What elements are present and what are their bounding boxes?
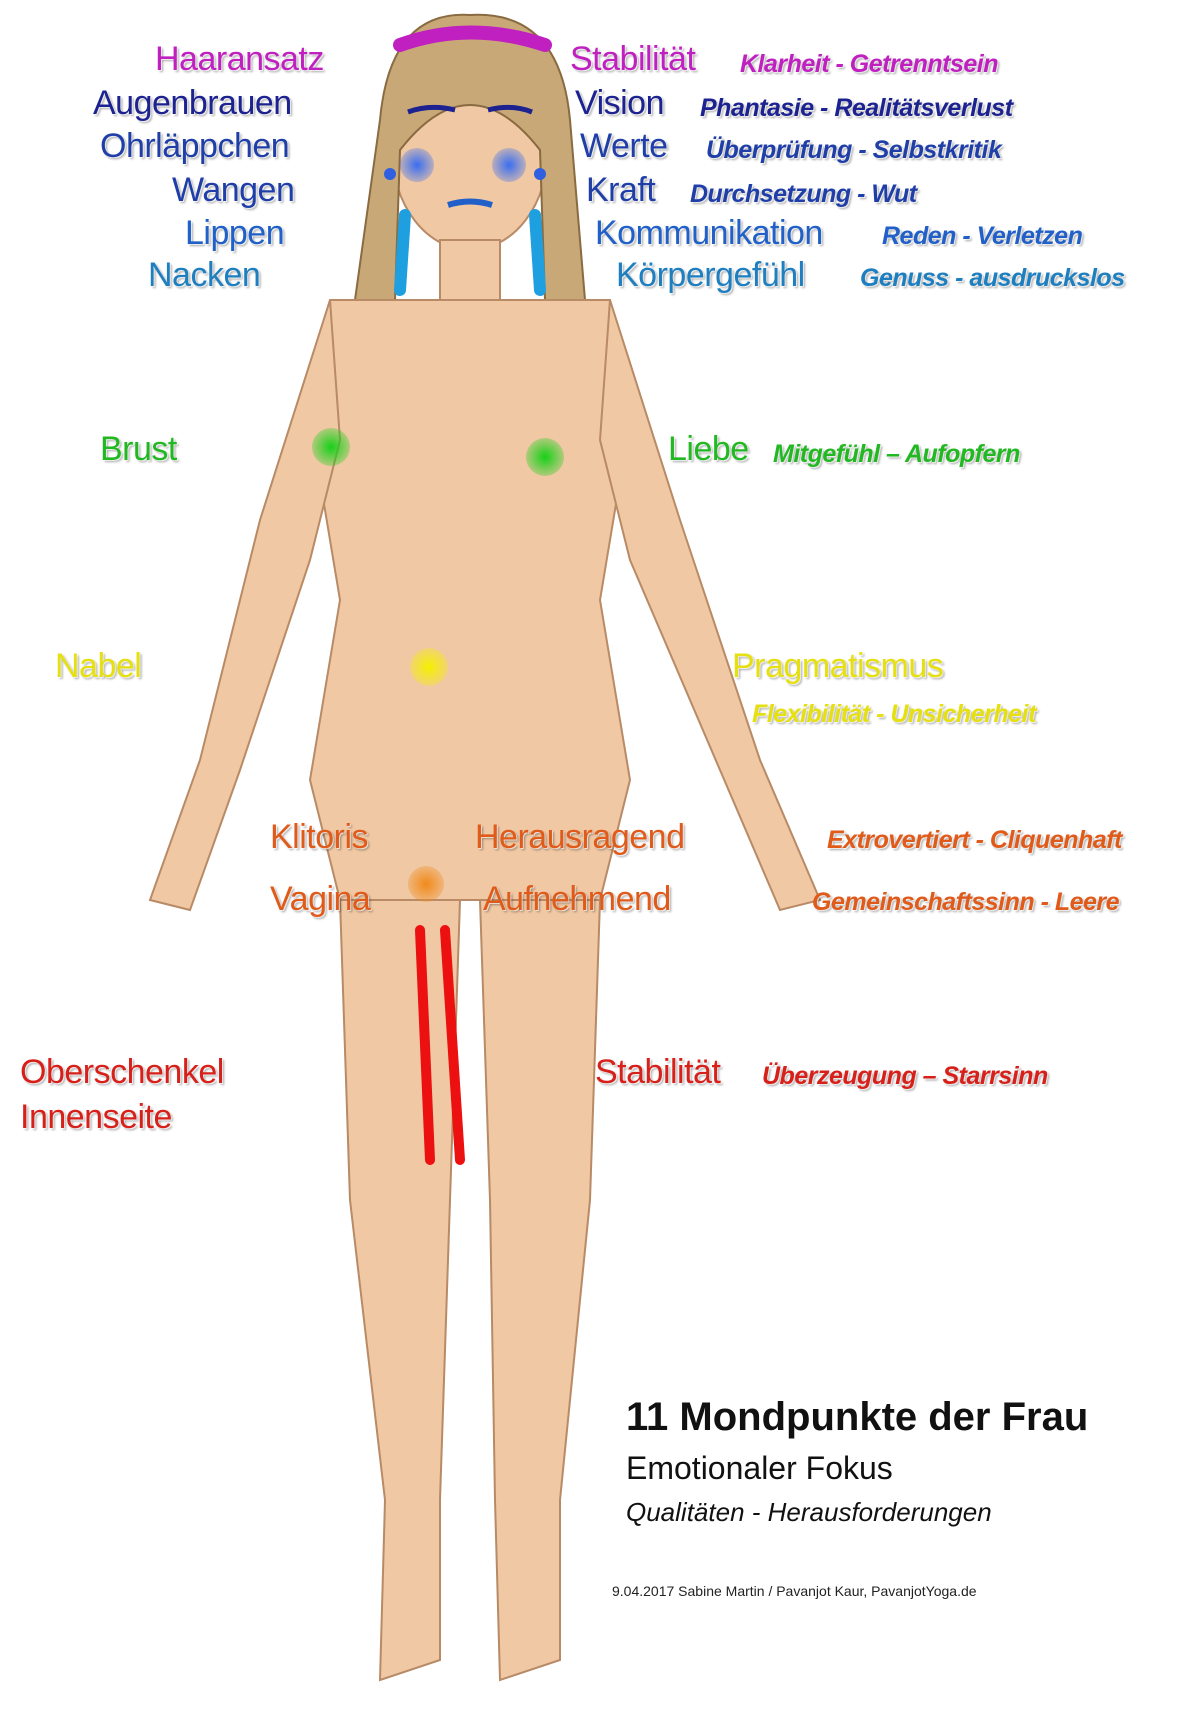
pair-ohrlaeppchen: Überprüfung - Selbstkritik	[706, 136, 1001, 165]
brust-marker-left	[312, 428, 350, 466]
lippen-marker	[448, 202, 492, 206]
diagram-title: 11 Mondpunkte der Frau	[626, 1395, 1088, 1440]
quality-ohrlaeppchen: Werte	[580, 127, 668, 166]
pair-haaransatz: Klarheit - Getrenntsein	[740, 50, 998, 79]
pair-lippen: Reden - Verletzen	[882, 222, 1082, 251]
label-nacken: Nacken	[148, 256, 260, 295]
nacken-marker-left	[400, 215, 405, 290]
quality-augenbrauen: Vision	[575, 84, 664, 123]
right-leg-shape	[480, 900, 600, 1680]
klitoris-marker	[408, 866, 444, 902]
pair-brust: Mitgefühl – Aufopfern	[773, 440, 1020, 469]
pair-klitoris: Extrovertiert - Cliquenhaft	[827, 826, 1122, 855]
left-leg-shape	[340, 900, 460, 1680]
label-oberschenkel: Oberschenkel	[20, 1053, 224, 1092]
brust-marker-right	[526, 438, 564, 476]
label-augenbrauen: Augenbrauen	[93, 84, 292, 123]
wangen-marker-left	[400, 148, 434, 182]
diagram-subtitle-italic: Qualitäten - Herausforderungen	[626, 1497, 992, 1528]
torso-shape	[310, 300, 630, 900]
label-innenseite: Innenseite	[20, 1098, 172, 1137]
label-ohrlaeppchen: Ohrläppchen	[100, 127, 289, 166]
diagram-subtitle: Emotionaler Fokus	[626, 1450, 893, 1487]
pair-augenbrauen: Phantasie - Realitätsverlust	[700, 94, 1013, 123]
pair-vagina: Gemeinschaftssinn - Leere	[812, 888, 1119, 917]
label-vagina: Vagina	[270, 880, 370, 919]
label-haaransatz: Haaransatz	[155, 40, 324, 79]
quality-nabel: Pragmatismus	[732, 647, 943, 686]
nacken-marker-right	[535, 215, 540, 290]
label-klitoris: Klitoris	[270, 818, 368, 857]
wangen-marker-right	[492, 148, 526, 182]
ohrlaeppchen-marker-right	[534, 168, 546, 180]
quality-vagina: Aufnehmend	[483, 880, 671, 919]
quality-lippen: Kommunikation	[595, 214, 823, 253]
nabel-marker	[410, 648, 448, 686]
ohrlaeppchen-marker-left	[384, 168, 396, 180]
pair-oberschenkel: Überzeugung – Starrsinn	[762, 1062, 1048, 1091]
label-nabel: Nabel	[55, 647, 141, 686]
pair-nacken: Genuss - ausdruckslos	[860, 264, 1125, 293]
label-brust: Brust	[100, 430, 177, 469]
credit-line: 9.04.2017 Sabine Martin / Pavanjot Kaur,…	[612, 1583, 977, 1599]
quality-wangen: Kraft	[586, 171, 655, 210]
label-lippen: Lippen	[185, 214, 284, 253]
pair-wangen: Durchsetzung - Wut	[690, 180, 917, 209]
quality-klitoris: Herausragend	[475, 818, 684, 857]
neck-shape	[440, 240, 500, 300]
quality-nacken: Körpergefühl	[616, 256, 805, 295]
pair-nabel: Flexibilität - Unsicherheit	[752, 700, 1036, 729]
label-wangen: Wangen	[172, 171, 294, 210]
quality-haaransatz: Stabilität	[570, 40, 695, 79]
quality-brust: Liebe	[668, 430, 749, 469]
quality-oberschenkel: Stabilität	[595, 1053, 720, 1092]
